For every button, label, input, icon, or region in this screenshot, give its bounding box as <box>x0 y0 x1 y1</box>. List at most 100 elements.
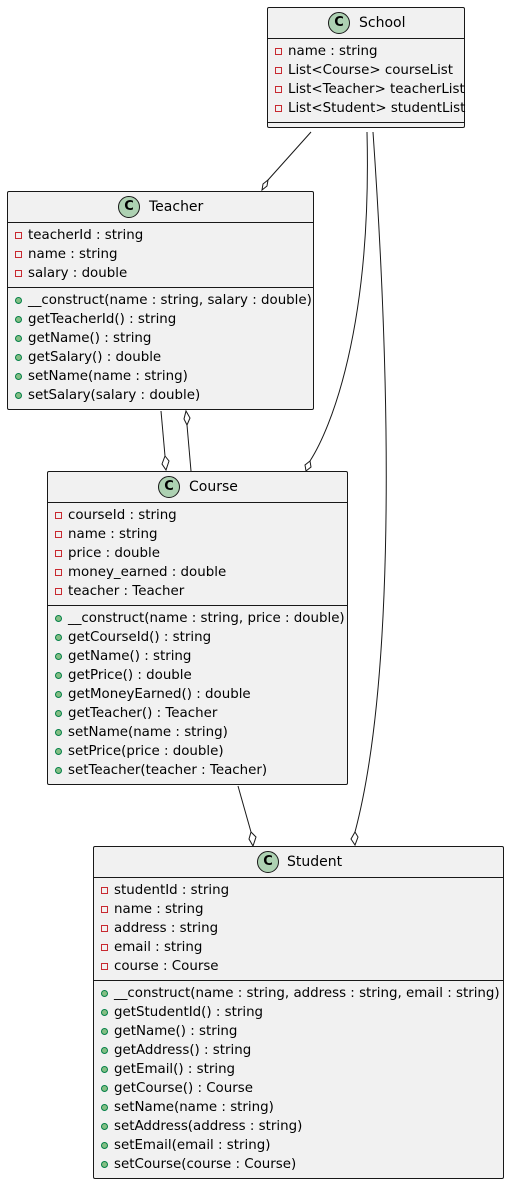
method-text: getAddress() : string <box>114 1043 252 1058</box>
fields-section: courseId : string name : string price : do… <box>48 503 347 605</box>
method-row: getName() : string <box>48 647 347 666</box>
field-text: teacherId : string <box>28 228 144 243</box>
field-row: name : string <box>48 525 347 544</box>
class-header: C School <box>268 8 464 39</box>
method-row: getName() : string <box>94 1022 503 1041</box>
methods-section <box>268 122 464 127</box>
private-visibility-icon <box>55 588 62 595</box>
public-visibility-icon <box>101 1142 108 1149</box>
class-name: School <box>359 15 406 31</box>
method-text: getName() : string <box>28 331 152 346</box>
public-visibility-icon <box>15 297 22 304</box>
class-header: C Student <box>94 847 503 878</box>
field-row: teacherId : string <box>8 226 313 245</box>
aggregation-diamond-teacher <box>261 178 269 192</box>
methods-section: __construct(name : string, price : doubl… <box>48 605 347 784</box>
field-row: teacher : Teacher <box>48 582 347 601</box>
private-visibility-icon <box>15 251 22 258</box>
method-row: getStudentId() : string <box>94 1003 503 1022</box>
field-text: List<Course> courseList <box>288 63 454 78</box>
field-row: name : string <box>8 245 313 264</box>
class-c-icon: C <box>118 196 140 218</box>
private-visibility-icon <box>15 270 22 277</box>
method-row: getName() : string <box>8 329 313 348</box>
method-text: setName(name : string) <box>114 1100 274 1115</box>
method-row: setTeacher(teacher : Teacher) <box>48 761 347 780</box>
method-row: getSalary() : double <box>8 348 313 367</box>
private-visibility-icon <box>101 963 108 970</box>
class-name: Student <box>287 854 343 870</box>
method-text: getPrice() : double <box>68 668 192 683</box>
method-row: getMoneyEarned() : double <box>48 685 347 704</box>
method-text: getMoneyEarned() : double <box>68 687 251 702</box>
field-text: courseId : string <box>68 508 177 523</box>
field-row: address : string <box>94 919 503 938</box>
method-row: setName(name : string) <box>48 723 347 742</box>
class-c-icon: C <box>257 851 279 873</box>
class-c-icon: C <box>158 476 180 498</box>
method-row: setName(name : string) <box>8 367 313 386</box>
aggregation-diamond-student-right <box>350 831 359 847</box>
field-text: email : string <box>114 940 203 955</box>
method-text: __construct(name : string, price : doubl… <box>68 611 345 626</box>
field-text: teacher : Teacher <box>68 584 185 599</box>
method-row: getPrice() : double <box>48 666 347 685</box>
field-row: List<Student> studentList <box>268 99 465 118</box>
relation-school-teacher <box>267 131 312 181</box>
method-text: getEmail() : string <box>114 1062 236 1077</box>
method-text: setSalary(salary : double) <box>28 388 201 403</box>
public-visibility-icon <box>101 1161 108 1168</box>
method-text: setAddress(address : string) <box>114 1119 303 1134</box>
method-text: __construct(name : string, salary : doub… <box>28 293 312 308</box>
public-visibility-icon <box>55 710 62 717</box>
method-text: setName(name : string) <box>28 369 188 384</box>
public-visibility-icon <box>15 354 22 361</box>
private-visibility-icon <box>275 105 282 112</box>
aggregation-diamond-teacher-bottom <box>183 409 191 427</box>
public-visibility-icon <box>55 634 62 641</box>
field-row: courseId : string <box>48 506 347 525</box>
method-text: setTeacher(teacher : Teacher) <box>68 763 268 778</box>
class-header: C Teacher <box>8 192 313 223</box>
public-visibility-icon <box>55 767 62 774</box>
method-text: getStudentId() : string <box>114 1005 264 1020</box>
public-visibility-icon <box>55 615 62 622</box>
field-row: salary : double <box>8 264 313 283</box>
method-text: getName() : string <box>114 1024 238 1039</box>
public-visibility-icon <box>101 1009 108 1016</box>
field-text: name : string <box>68 527 158 542</box>
public-visibility-icon <box>15 335 22 342</box>
field-text: money_earned : double <box>68 565 227 580</box>
private-visibility-icon <box>275 48 282 55</box>
method-row: setSalary(salary : double) <box>8 386 313 405</box>
public-visibility-icon <box>15 373 22 380</box>
private-visibility-icon <box>101 906 108 913</box>
method-text: setEmail(email : string) <box>114 1138 271 1153</box>
field-text: address : string <box>114 921 219 936</box>
field-text: name : string <box>288 44 378 59</box>
method-row: setAddress(address : string) <box>94 1117 503 1136</box>
methods-section: __construct(name : string, salary : doub… <box>8 287 313 409</box>
field-text: salary : double <box>28 266 128 281</box>
method-row: setPrice(price : double) <box>48 742 347 761</box>
field-row: List<Teacher> teacherList <box>268 80 465 99</box>
public-visibility-icon <box>55 691 62 698</box>
method-row: setName(name : string) <box>94 1098 503 1117</box>
private-visibility-icon <box>275 86 282 93</box>
field-row: studentId : string <box>94 881 503 900</box>
relation-course-teacher <box>186 424 192 472</box>
public-visibility-icon <box>101 1028 108 1035</box>
method-row: getTeacherId() : string <box>8 310 313 329</box>
field-text: price : double <box>68 546 160 561</box>
method-text: getCourseId() : string <box>68 630 212 645</box>
method-row: getCourseId() : string <box>48 628 347 647</box>
method-text: setName(name : string) <box>68 725 228 740</box>
field-row: name : string <box>268 42 464 61</box>
public-visibility-icon <box>55 748 62 755</box>
method-row: getAddress() : string <box>94 1041 503 1060</box>
method-row: setCourse(course : Course) <box>94 1155 503 1174</box>
public-visibility-icon <box>55 729 62 736</box>
field-row: List<Course> courseList <box>268 61 464 80</box>
